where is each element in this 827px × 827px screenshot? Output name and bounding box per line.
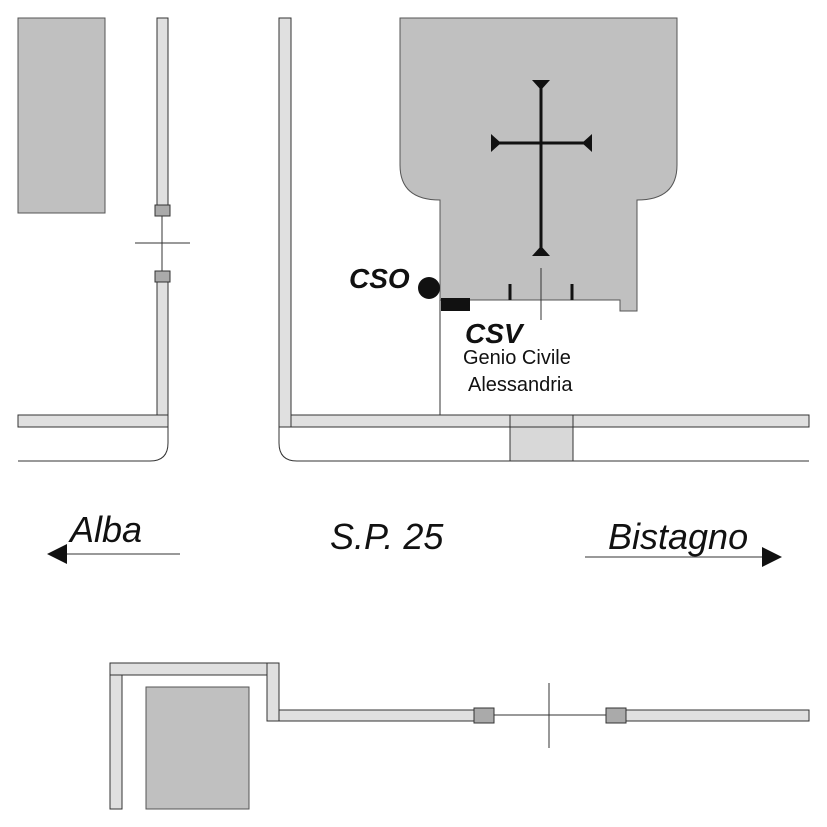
wall-bottom-top <box>109 662 280 676</box>
gate-post-bottom-right <box>605 707 627 724</box>
circle-marker-icon <box>418 277 440 299</box>
arrow-left-icon <box>47 544 180 564</box>
csv-label: CSV <box>465 318 525 349</box>
building-top-left <box>17 17 106 214</box>
west-destination-label: Alba <box>68 509 142 550</box>
church-building <box>399 17 678 312</box>
cso-label: CSO <box>349 263 410 294</box>
wall-left-vertical-upper <box>156 17 169 207</box>
road-edge-right <box>278 427 809 462</box>
wall-right-vertical <box>278 17 292 428</box>
office-label-line1: Genio Civile <box>463 347 571 369</box>
gate-post-left-lower <box>154 270 171 283</box>
east-destination-label: Bistagno <box>608 516 748 557</box>
wall-bottom-step-vertical <box>266 662 280 722</box>
office-label-line2: Alessandria <box>468 374 573 396</box>
wall-left-vertical-lower <box>156 281 169 428</box>
road-name-label: S.P. 25 <box>330 516 444 557</box>
rectangle-marker-icon <box>441 298 470 311</box>
gate-post-left-upper <box>154 204 171 217</box>
arrow-right-icon <box>585 547 782 567</box>
wall-bottom-horizontal-right <box>625 709 810 722</box>
cross-icon <box>491 80 592 256</box>
wall-bottom-horizontal-left <box>278 709 475 722</box>
gate-post-bottom-left <box>473 707 495 724</box>
wall-bottom-left-vertical <box>109 662 123 810</box>
road-edge-left <box>18 427 169 462</box>
building-bottom <box>145 686 250 810</box>
entrance-pavement <box>509 414 574 462</box>
wall-left-horizontal <box>17 414 169 428</box>
